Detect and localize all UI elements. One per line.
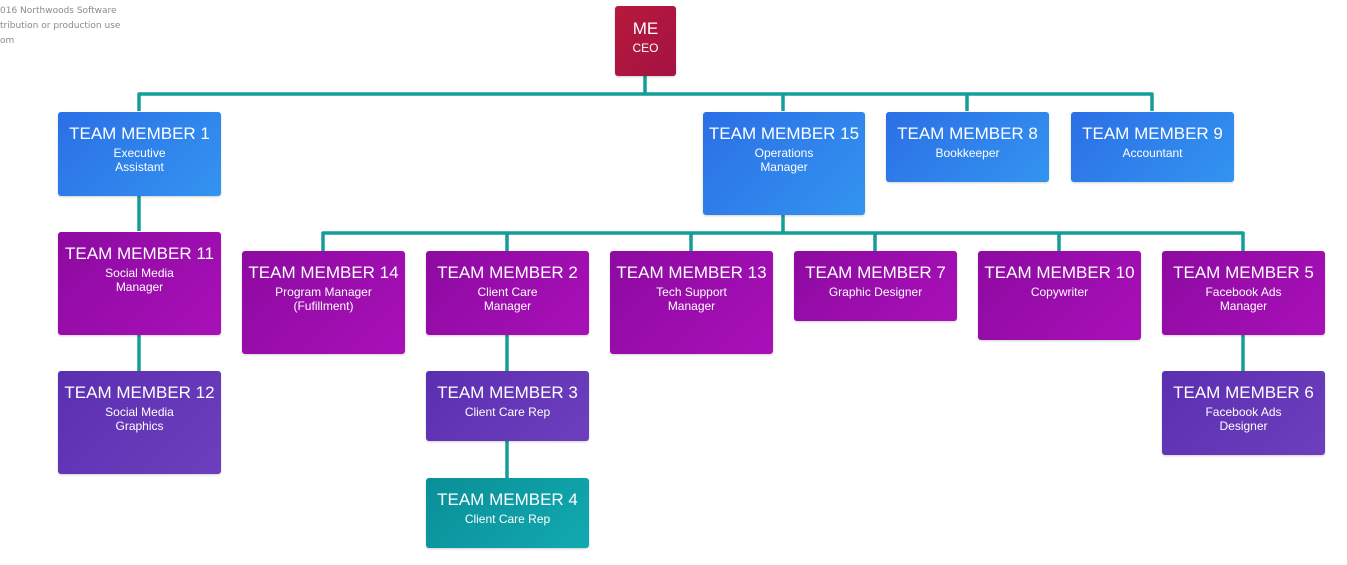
node-role: CEO	[632, 41, 659, 55]
org-node-team-member-13[interactable]: TEAM MEMBER 13 Tech Support Manager	[610, 251, 773, 354]
node-role: Client Care Rep	[464, 405, 551, 419]
org-node-team-member-8[interactable]: TEAM MEMBER 8 Bookkeeper	[886, 112, 1049, 182]
node-role: Bookkeeper	[935, 146, 1000, 160]
node-name: TEAM MEMBER 5	[1173, 263, 1314, 282]
node-name: TEAM MEMBER 15	[708, 124, 860, 143]
node-name: ME	[632, 19, 659, 38]
node-role: Social Media Manager	[105, 266, 174, 294]
node-role: Social Media Graphics	[105, 405, 174, 433]
node-name: TEAM MEMBER 8	[897, 124, 1038, 143]
node-name: TEAM MEMBER 13	[616, 263, 767, 282]
org-node-team-member-6[interactable]: TEAM MEMBER 6 Facebook Ads Designer	[1162, 371, 1325, 455]
node-role: Client Care Rep	[464, 512, 551, 526]
node-name: TEAM MEMBER 9	[1082, 124, 1223, 143]
org-node-team-member-5[interactable]: TEAM MEMBER 5 Facebook Ads Manager	[1162, 251, 1325, 335]
org-node-team-member-7[interactable]: TEAM MEMBER 7 Graphic Designer	[794, 251, 957, 321]
org-node-team-member-14[interactable]: TEAM MEMBER 14 Program Manager (Fufillme…	[242, 251, 405, 354]
org-node-team-member-1[interactable]: TEAM MEMBER 1 Executive Assistant	[58, 112, 221, 196]
node-name: TEAM MEMBER 7	[805, 263, 946, 282]
connector-tm15-children	[321, 215, 1245, 251]
org-node-ceo[interactable]: ME CEO	[615, 6, 676, 76]
org-node-team-member-15[interactable]: TEAM MEMBER 15 Operations Manager	[703, 112, 865, 215]
node-role: Facebook Ads Designer	[1205, 405, 1282, 433]
org-node-team-member-9[interactable]: TEAM MEMBER 9 Accountant	[1071, 112, 1234, 182]
node-role: Graphic Designer	[828, 285, 923, 299]
node-role: Client Care Manager	[477, 285, 538, 313]
node-name: TEAM MEMBER 14	[248, 263, 399, 282]
org-node-team-member-4[interactable]: TEAM MEMBER 4 Client Care Rep	[426, 478, 589, 548]
watermark-text: 016 Northwoods Software tribution or pro…	[0, 4, 120, 49]
node-role: Program Manager (Fufillment)	[275, 285, 372, 313]
node-role: Facebook Ads Manager	[1205, 285, 1282, 313]
watermark-line: tribution or production use	[0, 21, 121, 31]
node-role: Executive Assistant	[113, 146, 166, 174]
node-name: TEAM MEMBER 6	[1173, 383, 1314, 402]
watermark-line: om	[0, 36, 15, 46]
org-node-team-member-12[interactable]: TEAM MEMBER 12 Social Media Graphics	[58, 371, 221, 474]
node-name: TEAM MEMBER 3	[437, 383, 578, 402]
node-name: TEAM MEMBER 2	[437, 263, 578, 282]
node-name: TEAM MEMBER 10	[984, 263, 1135, 282]
node-role: Accountant	[1122, 146, 1183, 160]
watermark-line: 016 Northwoods Software	[0, 6, 117, 16]
node-name: TEAM MEMBER 12	[64, 383, 215, 402]
org-node-team-member-3[interactable]: TEAM MEMBER 3 Client Care Rep	[426, 371, 589, 441]
org-node-team-member-10[interactable]: TEAM MEMBER 10 Copywriter	[978, 251, 1141, 340]
connector-ceo-children	[137, 76, 1154, 111]
node-name: TEAM MEMBER 4	[437, 490, 578, 509]
node-role: Copywriter	[1030, 285, 1089, 299]
node-role: Operations Manager	[754, 146, 814, 174]
org-node-team-member-11[interactable]: TEAM MEMBER 11 Social Media Manager	[58, 232, 221, 335]
node-name: TEAM MEMBER 11	[65, 244, 214, 263]
node-name: TEAM MEMBER 1	[69, 124, 210, 143]
node-role: Tech Support Manager	[656, 285, 727, 313]
org-node-team-member-2[interactable]: TEAM MEMBER 2 Client Care Manager	[426, 251, 589, 335]
